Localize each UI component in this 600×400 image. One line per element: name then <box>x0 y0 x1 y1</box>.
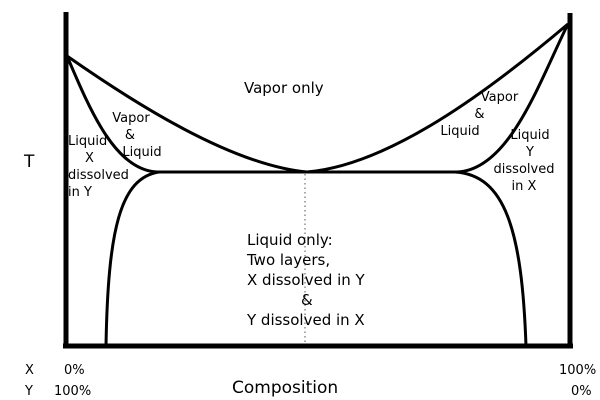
region-label-line: X <box>85 151 94 166</box>
x-axis-label: Composition <box>232 378 339 398</box>
region-label-liquid-x-in-y: Liquid X dissolved in Y <box>68 133 130 201</box>
region-label-line: dissolved <box>68 168 129 183</box>
component-label-x: X <box>25 363 34 378</box>
solvus-curve-right <box>454 170 528 347</box>
region-label-line: Liquid only: <box>247 231 333 249</box>
region-label-line: X dissolved in Y <box>247 271 365 289</box>
region-label-line: Vapor <box>112 111 150 126</box>
solvus-curve-left <box>104 170 160 347</box>
region-label-line: Y dissolved in X <box>247 311 365 329</box>
region-label-line: in X <box>511 179 537 194</box>
y-left-value: 100% <box>54 384 92 399</box>
region-label-line: Vapor <box>480 90 519 105</box>
x-right-value: 100% <box>559 363 597 378</box>
region-label-line: in Y <box>68 185 92 200</box>
region-label-line: Liquid <box>440 124 480 139</box>
region-label-line: & <box>301 291 313 309</box>
component-label-y: Y <box>25 384 33 399</box>
region-label-line: & <box>474 107 485 122</box>
region-label-line: dissolved <box>493 162 555 177</box>
region-label-line: Liquid <box>68 134 108 149</box>
region-label-line: Liquid <box>122 145 162 160</box>
region-label-vapor-only: Vapor only <box>244 79 324 97</box>
region-label-line: Liquid <box>510 128 550 143</box>
region-label-liquid-y-in-x: Liquid Y dissolved in X <box>488 127 560 195</box>
region-label-vapor-liquid-left: Vapor & Liquid <box>102 110 172 161</box>
region-label-vapor-liquid-right: Vapor & Liquid <box>440 89 520 140</box>
region-label-line: & <box>124 128 136 143</box>
bubble-curve-left <box>65 55 158 174</box>
region-label-line: Two layers, <box>247 251 331 269</box>
y-right-value: 0% <box>571 384 592 399</box>
y-axis-label: T <box>24 152 35 172</box>
region-label-liquid-two-layers: Liquid only: Two layers, X dissolved in … <box>247 230 365 330</box>
bubble-curve-right <box>456 23 570 174</box>
region-label-line: Y <box>526 145 534 160</box>
x-left-value: 0% <box>64 363 85 378</box>
